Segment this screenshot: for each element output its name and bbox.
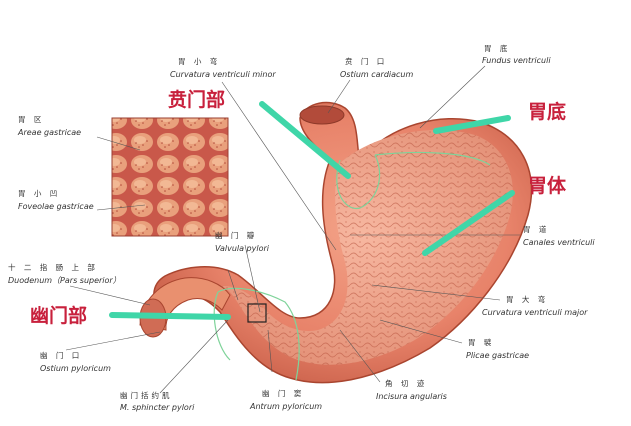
label-pylorus: 幽门部 <box>30 304 87 327</box>
fundus-outline <box>374 151 491 166</box>
canales-cn: 胃 道 <box>523 224 549 234</box>
valvula-cn: 幽 门 瓣 <box>215 230 257 240</box>
greater-curv-cn: 胃 大 弯 <box>506 294 548 304</box>
lesser-curv-la: Curvatura ventriculi minor <box>170 70 276 79</box>
esophagus-opening <box>299 105 345 125</box>
foveolae-inset <box>111 117 229 237</box>
plicae-la: Plicae gastricae <box>466 351 529 360</box>
mucosa-texture <box>214 129 513 365</box>
antrum-cn: 幽 门 窦 <box>262 388 304 398</box>
incisura-la: Incisura angularis <box>376 392 447 401</box>
areae-la: Areae gastricae <box>17 128 81 137</box>
sphincter-cn: 幽门括约肌 <box>120 390 173 400</box>
label-fundus: 胃底 <box>528 100 566 123</box>
ostium-pyloricum-cn: 幽 门 口 <box>40 351 82 360</box>
cardia-outline <box>336 154 381 209</box>
pointer-bars <box>109 101 515 320</box>
greater-curv-la: Curvatura ventriculi major <box>482 308 588 317</box>
pylorus-outline-2 <box>213 291 231 361</box>
inset-marker <box>247 303 267 323</box>
ostium-pyloricum-la: Ostium pyloricum <box>40 364 111 373</box>
duodenum-cn: 十 二 指 肠 上 部 <box>8 262 98 272</box>
label-cardia: 贲门部 <box>168 88 225 111</box>
incisura-cn: 角 切 迹 <box>385 378 427 388</box>
fundus-cn: 胃 底 <box>484 43 510 53</box>
ostium-cardiacum-la: Ostium cardiacum <box>340 70 413 79</box>
foveolae-cn: 胃 小 凹 <box>18 189 60 198</box>
antrum-la: Antrum pyloricum <box>249 402 322 411</box>
label-body: 胃体 <box>528 174 567 197</box>
sphincter-la: M. sphincter pylori <box>120 403 195 412</box>
plicae-cn: 胃 襞 <box>468 337 494 347</box>
pylorus-outline <box>217 287 300 381</box>
lesser-curv-cn: 胃 小 弯 <box>178 56 220 66</box>
foveolae-la: Foveolae gastricae <box>18 202 94 211</box>
duodenum-la: Duodenum（Pars superior） <box>8 276 121 285</box>
leader-lines <box>65 65 520 394</box>
areae-cn: 胃 区 <box>18 115 44 124</box>
canales-la: Canales ventriculi <box>523 238 595 247</box>
valvula-la: Valvula pylori <box>215 244 270 253</box>
fundus-la: Fundus ventriculi <box>482 56 551 65</box>
ostium-cardiacum-cn: 贲 门 口 <box>345 56 387 66</box>
